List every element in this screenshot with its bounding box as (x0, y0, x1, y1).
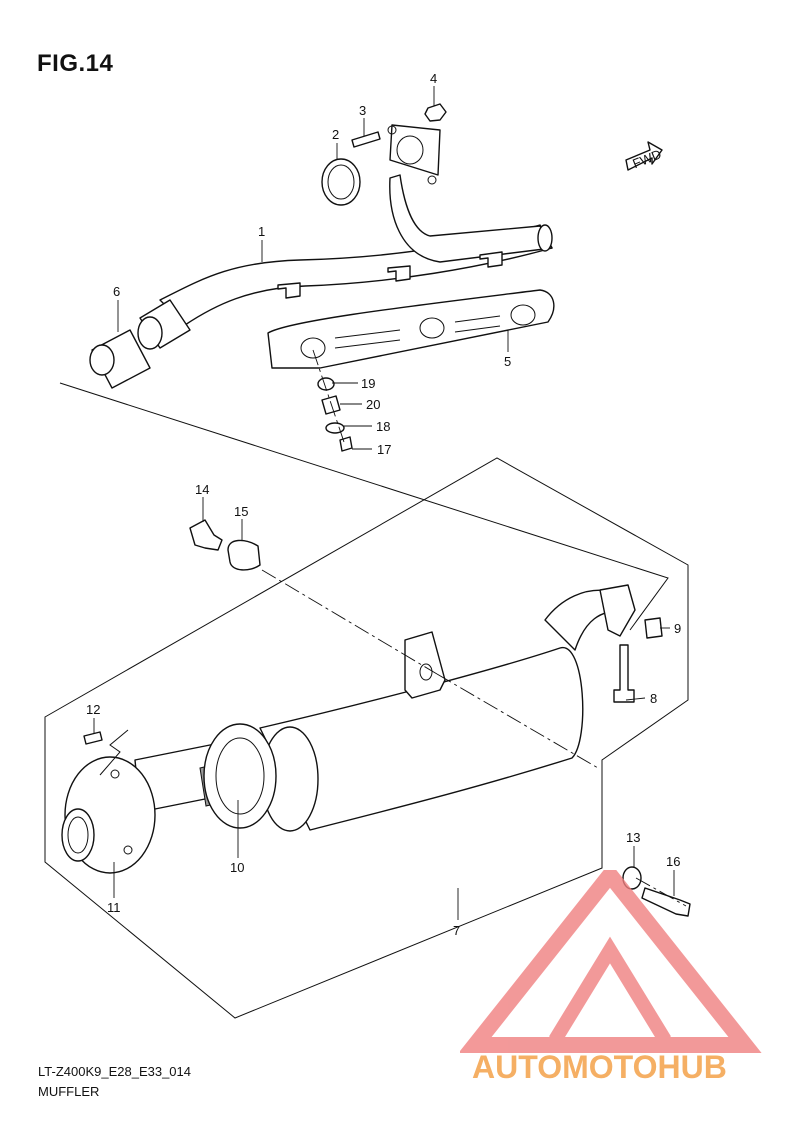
bolt-part (613, 644, 635, 703)
callout-15: 15 (234, 504, 248, 519)
flange-bolt-part (641, 887, 691, 917)
align-line-rear (436, 673, 599, 769)
callout-9: 9 (674, 621, 681, 636)
diagram-name: MUFFLER (38, 1084, 100, 1099)
align-line-bolt (635, 877, 687, 907)
diagram-code: LT-Z400K9_E28_E33_014 (38, 1064, 191, 1079)
callout-2: 2 (332, 127, 339, 142)
callout-14-16: 16 (666, 854, 680, 869)
callout-17: 17 (377, 442, 391, 457)
align-line-shield (312, 349, 346, 446)
figure-title: FIG.14 (37, 50, 114, 77)
callout-18: 18 (376, 419, 390, 434)
shield-mount-hardware (317, 377, 353, 452)
callout-7: 7 (453, 923, 460, 938)
lower-assembly-box (44, 457, 689, 1019)
stud-bolt-part (351, 131, 381, 148)
spacer-part (644, 617, 663, 639)
fwd-arrow-icon: FWD (625, 141, 663, 171)
callout-20: 20 (366, 397, 380, 412)
clamp-part (599, 584, 636, 637)
callout-3: 3 (359, 103, 366, 118)
mount-bolt-and-bushing (189, 519, 261, 571)
callout-4: 4 (430, 71, 437, 86)
watermark-brand: AUTOMOTOHUB (472, 1049, 727, 1085)
callout-14: 14 (195, 482, 209, 497)
callout-12: 12 (86, 702, 100, 717)
break-mark (99, 729, 129, 776)
upper-assembly-box (59, 382, 669, 631)
exhaust-pipe-part (137, 124, 553, 350)
nut-part (424, 103, 447, 122)
muffler-gasket-part (203, 723, 277, 829)
callout-1: 1 (258, 224, 265, 239)
callout-11: 11 (107, 900, 121, 915)
callout-8: 8 (650, 691, 657, 706)
connector-tube-part (89, 329, 151, 389)
callout-13: 13 (626, 830, 640, 845)
callout-5: 5 (504, 354, 511, 369)
end-cap-part (61, 756, 156, 874)
callout-6: 6 (113, 284, 120, 299)
callout-19: 19 (361, 376, 375, 391)
align-line-mount (261, 569, 438, 675)
fwd-label: FWD (630, 146, 663, 171)
callout-10: 10 (230, 860, 244, 875)
washer-part (622, 866, 642, 890)
heat-shield-part (267, 289, 555, 369)
automotohub-watermark-logo: AUTOMOTOHUB (460, 870, 762, 1085)
small-screw-part (83, 731, 103, 745)
